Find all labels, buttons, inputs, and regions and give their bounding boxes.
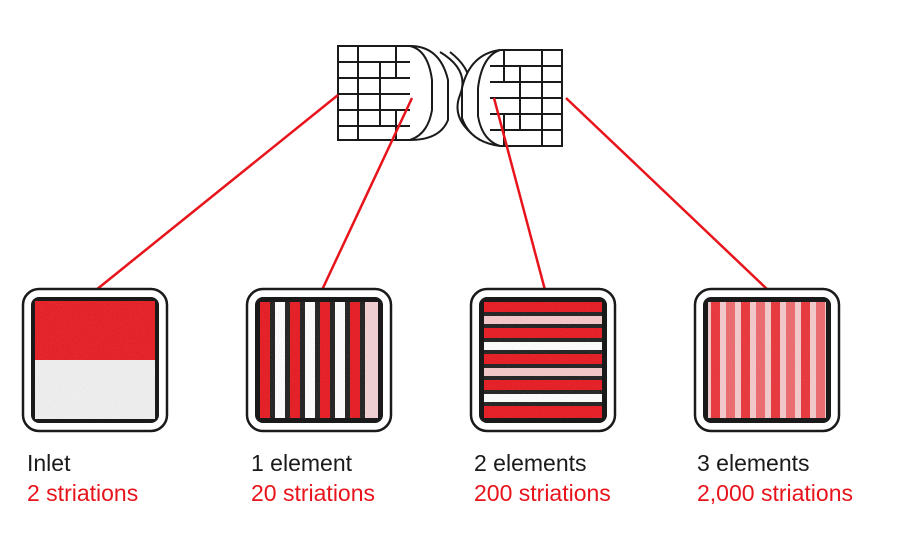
striation-count: 2 striations	[27, 480, 139, 506]
stage-name: 2 elements	[474, 450, 587, 476]
panel-1-element	[245, 287, 393, 433]
striation-count: 200 striations	[474, 480, 611, 506]
stage-name: Inlet	[27, 450, 71, 476]
caption-inlet: Inlet 2 striations	[27, 448, 138, 508]
panel-3-elements	[693, 287, 841, 433]
connector-lines	[95, 94, 769, 291]
connector-line-3-elements	[565, 97, 769, 291]
stage-name: 1 element	[251, 450, 353, 476]
striation-count: 2,000 striations	[697, 480, 853, 506]
connector-line-2-elements	[492, 97, 547, 291]
connector-line-1-element	[320, 97, 414, 291]
static-mixer-element-icon	[337, 45, 563, 147]
caption-1-element: 1 element 20 striations	[251, 448, 375, 508]
mixer-element-right	[461, 49, 563, 147]
stage-name: 3 elements	[697, 450, 810, 476]
connector-line-inlet	[95, 94, 339, 291]
mixer-element-left	[337, 45, 449, 141]
caption-3-elements: 3 elements 2,000 striations	[697, 448, 853, 508]
panel-2-elements	[469, 287, 617, 433]
striation-count: 20 striations	[251, 480, 376, 506]
panel-inlet	[21, 287, 169, 433]
caption-2-elements: 2 elements 200 striations	[474, 448, 611, 508]
